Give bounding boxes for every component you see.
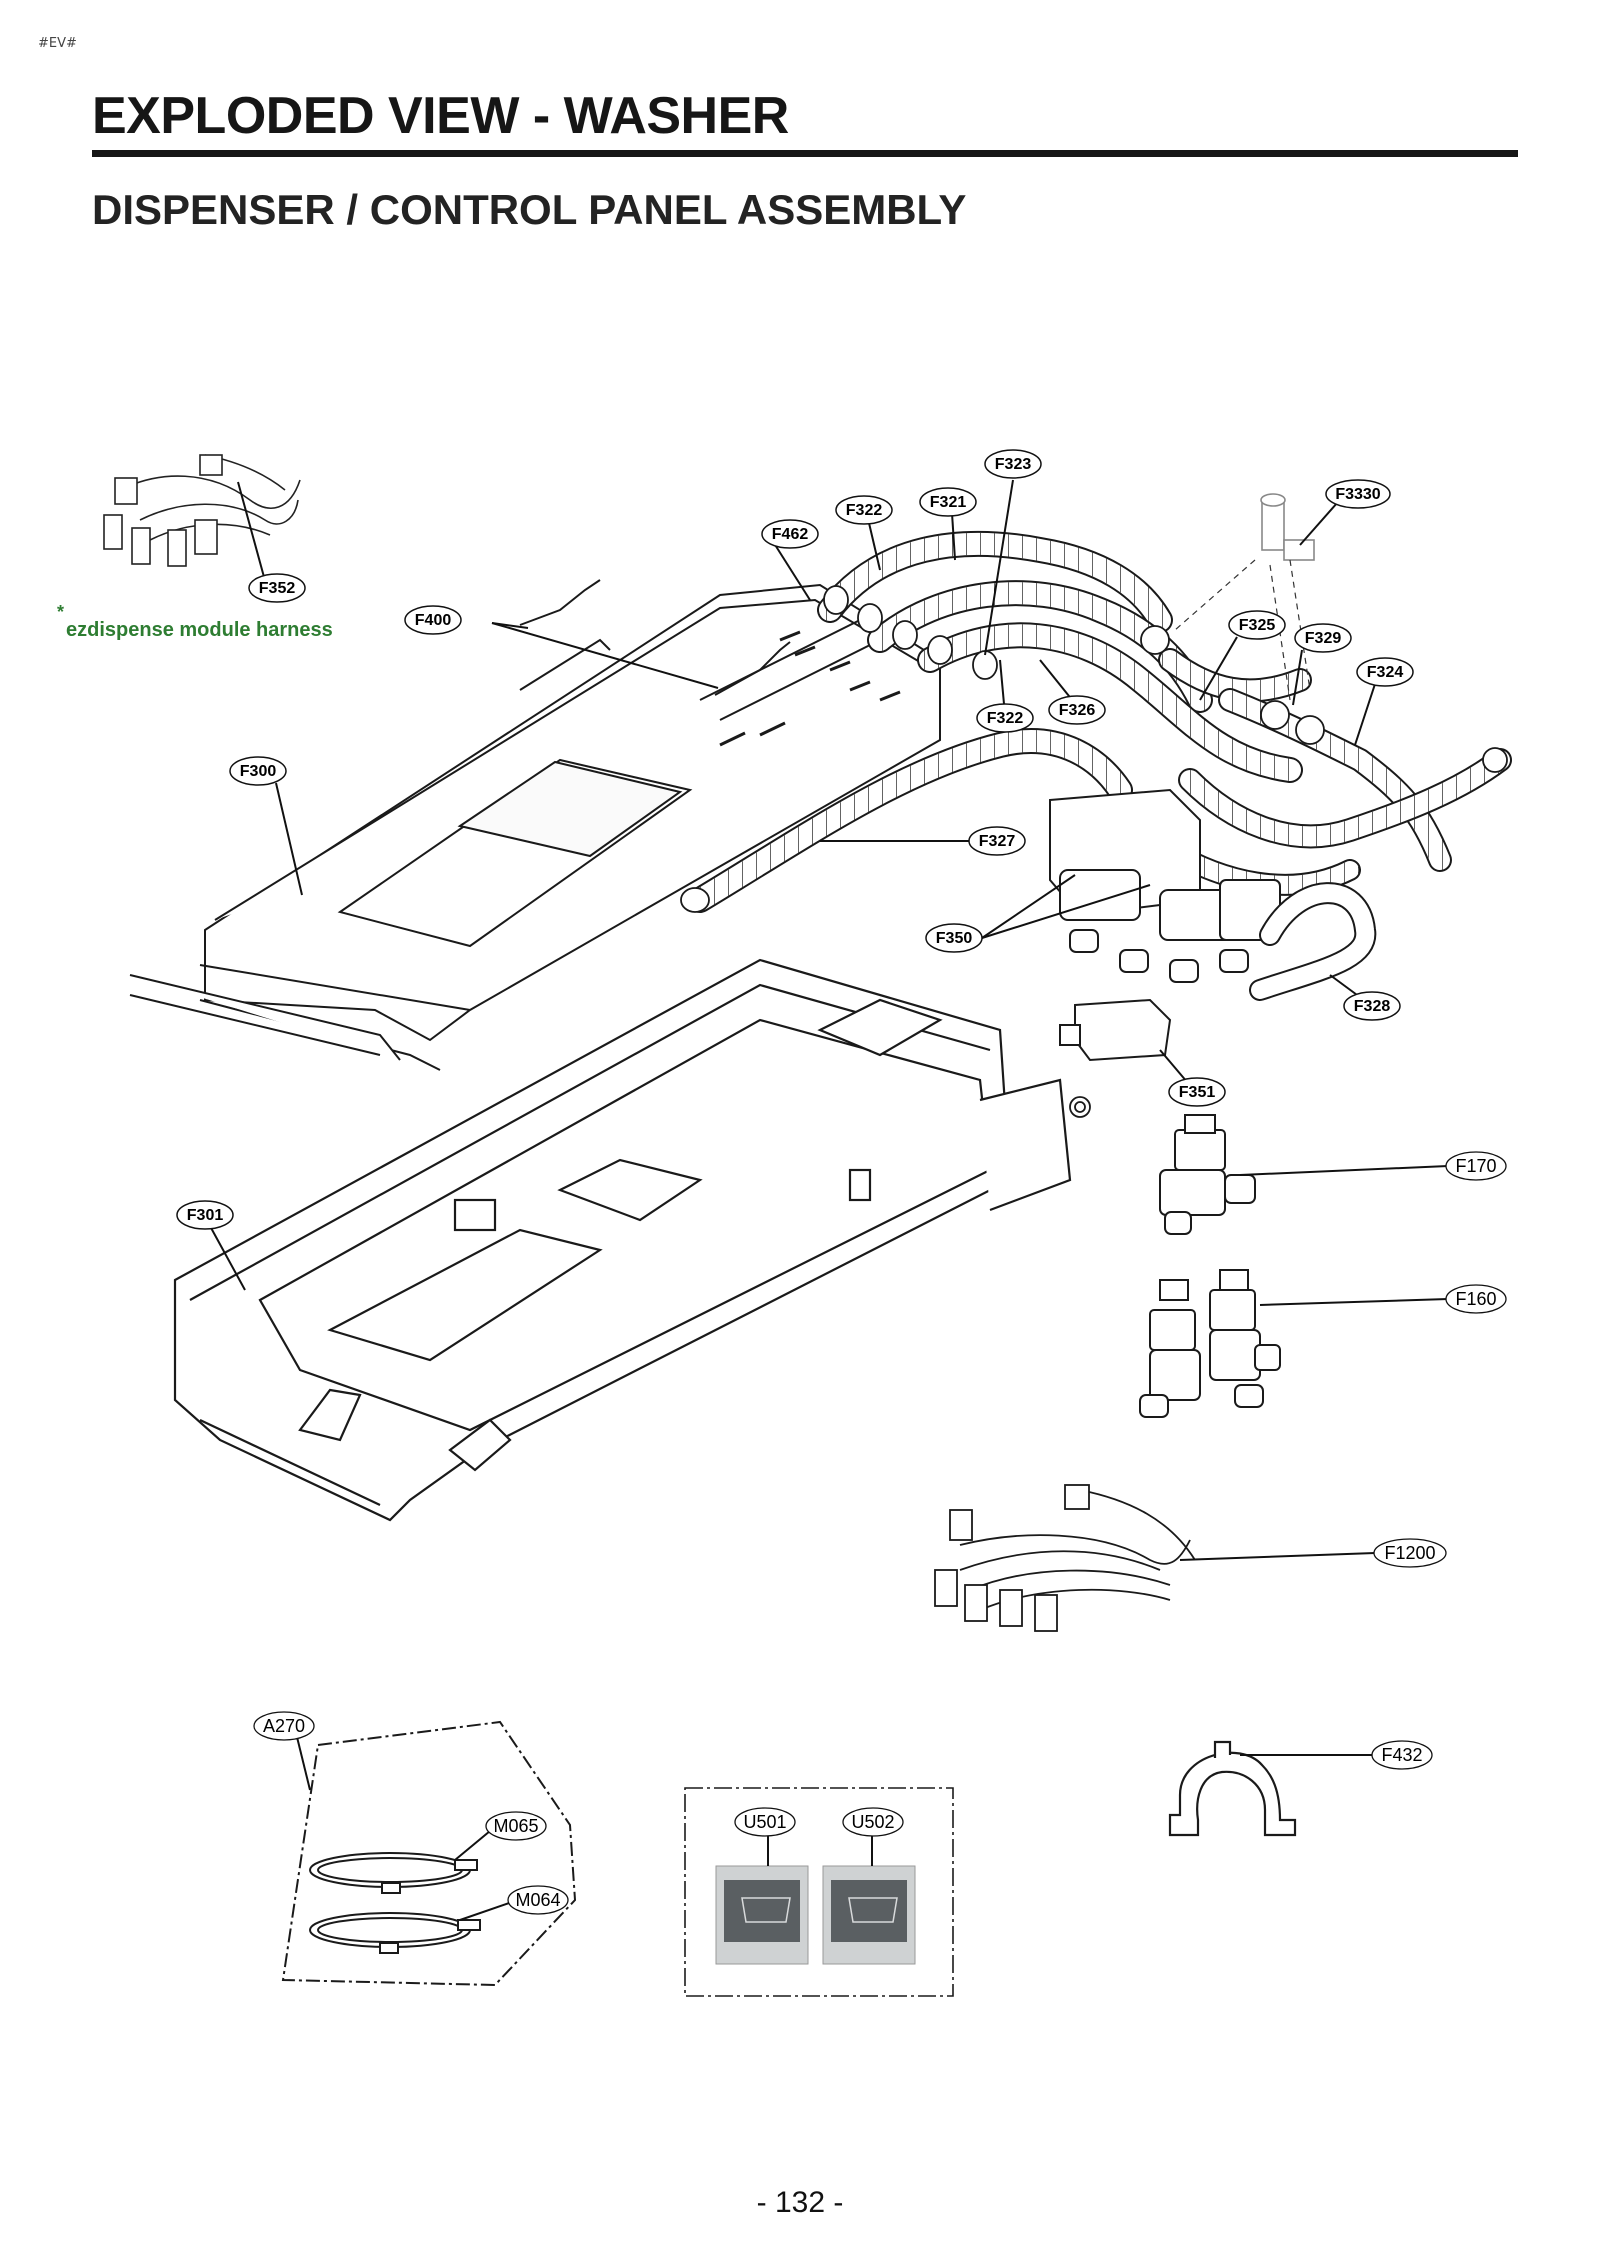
svg-text:F326: F326 [1059,702,1096,719]
callout-f170: F170 [1445,1151,1507,1181]
note-ezdispense-harness: * ezdispense module harness [57,602,333,641]
callout-f325: F325 [1228,610,1286,640]
callout-u501: U501 [734,1807,796,1837]
svg-text:F325: F325 [1239,617,1276,634]
callout-f350: F350 [925,923,983,953]
svg-text:ezdispense module harness: ezdispense module harness [66,619,333,641]
svg-text:F432: F432 [1381,1745,1422,1765]
svg-text:F350: F350 [936,930,973,947]
product-box-u501-u502 [684,1787,954,1997]
callout-f462: F462 [761,519,819,549]
dispenser-housing-f301 [173,958,1072,1522]
page-number: - 132 - [756,2186,844,2219]
svg-text:F323: F323 [995,456,1032,473]
housing-knob [1069,1096,1091,1118]
callout-f351: F351 [1168,1077,1226,1107]
svg-text:F351: F351 [1179,1084,1216,1101]
svg-text:F322: F322 [987,710,1024,727]
svg-text:F329: F329 [1305,630,1342,647]
callout-f329: F329 [1294,623,1352,653]
dispenser-cover-detail [719,630,901,747]
dispenser-cover-f300 [129,583,941,1071]
wire-clips-f400 [519,579,791,696]
valve-f170 [1159,1114,1256,1235]
hose-fittings [680,585,1508,913]
callout-f323: F323 [984,449,1042,479]
callout-f1200: F1200 [1373,1538,1447,1568]
svg-text:*: * [57,602,64,622]
callout-u502: U502 [842,1807,904,1837]
valve-f160 [1139,1269,1281,1418]
svg-text:U502: U502 [851,1812,894,1832]
callout-f352: F352 [248,573,306,603]
harness-f1200 [934,1484,1196,1632]
svg-text:F327: F327 [979,833,1016,850]
harness-f352 [103,454,301,567]
svg-text:F352: F352 [259,580,296,597]
callout-f326: F326 [1048,695,1106,725]
callout-m065: M065 [485,1811,547,1841]
svg-text:F462: F462 [772,526,809,543]
callout-f322-top: F322 [835,495,893,525]
callout-f324: F324 [1356,657,1414,687]
callout-f160: F160 [1445,1284,1507,1314]
clip-f432 [1168,1740,1297,1837]
svg-text:F160: F160 [1455,1289,1496,1309]
callout-f301: F301 [176,1200,234,1230]
tee-fitting-f3330 [1260,493,1315,561]
svg-text:U501: U501 [743,1812,786,1832]
svg-text:F321: F321 [930,494,967,511]
svg-text:F324: F324 [1367,664,1404,681]
callout-f400: F400 [404,605,462,635]
svg-text:F3330: F3330 [1335,486,1380,503]
svg-text:F328: F328 [1354,998,1391,1015]
svg-text:F1200: F1200 [1384,1543,1435,1563]
callout-f432: F432 [1371,1740,1433,1770]
callout-f321: F321 [919,487,977,517]
part-f351 [1059,998,1172,1062]
callout-f3330: F3330 [1325,479,1391,509]
page-tag: #EV# [38,36,77,51]
svg-text:F300: F300 [240,763,277,780]
hose-f328 [1249,882,1377,1001]
hose-bundle [687,530,1512,913]
svg-text:M064: M064 [515,1890,560,1910]
svg-text:M065: M065 [493,1816,538,1836]
callout-f300: F300 [229,756,287,786]
title-rule [92,150,1518,157]
callout-m064: M064 [507,1885,569,1915]
svg-text:F400: F400 [415,612,452,629]
callout-f327: F327 [968,826,1026,856]
svg-text:A270: A270 [263,1716,305,1736]
hose-kit-a270 [281,1720,577,1987]
svg-text:F170: F170 [1455,1156,1496,1176]
callout-a270: A270 [253,1711,315,1741]
callout-f322-mid: F322 [976,703,1034,733]
page-subtitle: DISPENSER / CONTROL PANEL ASSEMBLY [92,186,967,233]
svg-text:F301: F301 [187,1207,224,1224]
callout-f328: F328 [1343,991,1401,1021]
svg-text:F322: F322 [846,502,883,519]
page-title: EXPLODED VIEW - WASHER [92,87,789,145]
